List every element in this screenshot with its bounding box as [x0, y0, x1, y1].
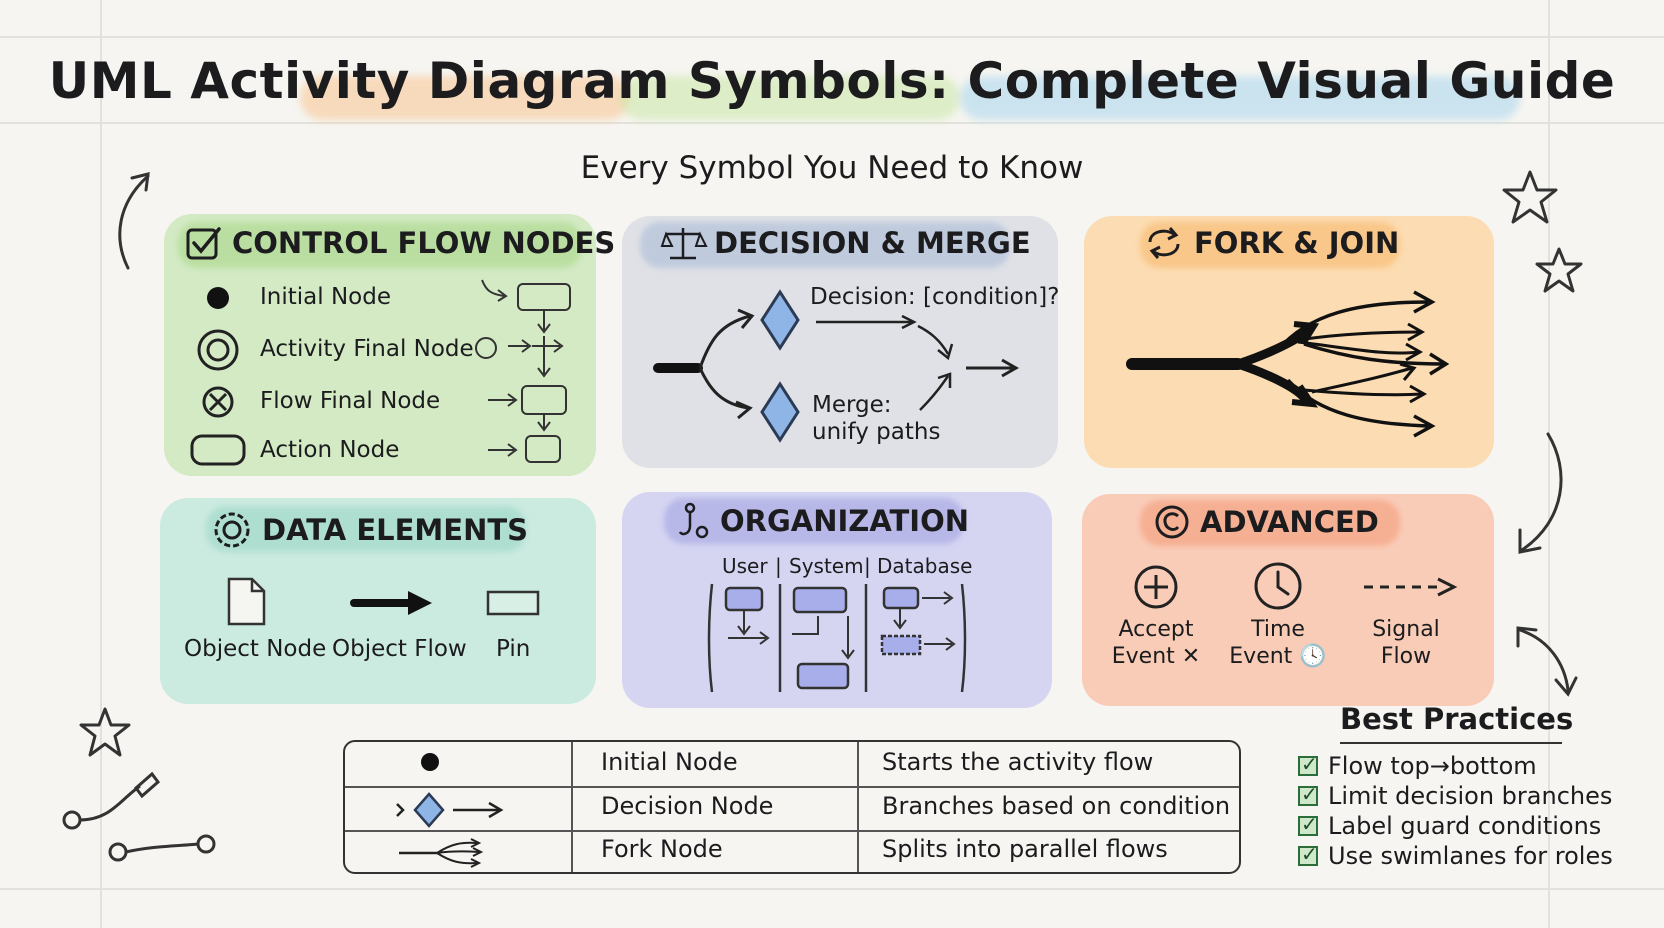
- best-practice-item: Flow top→bottom: [1298, 752, 1537, 780]
- decision-node-icon: [396, 792, 504, 828]
- swimlane-org-icon: [678, 502, 709, 539]
- advanced-item-label: Signal: [1372, 617, 1440, 642]
- thick-arrow-icon: [350, 591, 432, 615]
- star-doodle-icon: [79, 707, 131, 757]
- table-cell-name: Initial Node: [601, 748, 738, 776]
- table-cell-name: Fork Node: [601, 835, 723, 863]
- star-doodle-icon: [1502, 170, 1558, 224]
- best-practice-item: Limit decision branches: [1298, 782, 1612, 810]
- rounded-rect-icon: [190, 434, 246, 466]
- fork-diagram: [1126, 290, 1450, 438]
- control-item-label: Initial Node: [260, 284, 391, 310]
- lane-separator: |: [864, 554, 871, 578]
- decision-label: Decision: [condition]?: [810, 284, 1060, 310]
- best-practices-title: Best Practices: [1340, 702, 1574, 736]
- database-gear-icon: [214, 512, 250, 548]
- best-practice-text: Use swimlanes for roles: [1328, 842, 1613, 870]
- clock-icon: [1254, 562, 1302, 610]
- advanced-item-label: Time: [1251, 617, 1305, 642]
- best-practice-text: Flow top→bottom: [1328, 752, 1537, 780]
- control-flow-header: CONTROL FLOW NODES: [232, 226, 616, 260]
- page-subtitle: Every Symbol You Need to Know: [580, 150, 1084, 186]
- advanced-item-label: Event 🕓: [1229, 644, 1327, 669]
- lane-separator: |: [775, 554, 782, 578]
- lane-label-user: User: [722, 554, 768, 578]
- symbol-summary-table: Initial Node Decision Node Fork Node Sta…: [343, 740, 1241, 874]
- curved-arrow-doodle-icon: [118, 172, 150, 270]
- data-item-label: Object Flow: [332, 636, 467, 662]
- control-item-label: Flow Final Node: [260, 388, 441, 414]
- curved-arrow-doodle-icon: [1518, 432, 1563, 554]
- filled-circle-icon: [207, 287, 229, 309]
- checkbox-checked-icon: [1298, 842, 1318, 866]
- page-title: UML Activity Diagram Symbols: Complete V…: [48, 52, 1616, 110]
- star-doodle-icon: [1535, 247, 1583, 293]
- lane-label-database: Database: [877, 554, 973, 578]
- organization-header: ORGANIZATION: [720, 504, 970, 538]
- table-cell-desc: Starts the activity flow: [882, 748, 1154, 776]
- data-item-label: Pin: [496, 636, 531, 662]
- merge-diamond-icon: [760, 381, 800, 443]
- best-practice-item: Label guard conditions: [1298, 812, 1601, 840]
- copyright-circle-icon: [1155, 505, 1189, 539]
- control-flow-sketch: [475, 279, 571, 463]
- checkbox-icon: [186, 227, 221, 260]
- initial-node-icon: [421, 753, 439, 771]
- best-practice-text: Limit decision branches: [1328, 782, 1613, 810]
- double-arrow-doodle-icon: [1516, 626, 1578, 697]
- bullseye-icon: [197, 329, 239, 371]
- document-icon: [227, 577, 266, 626]
- merge-label: unify paths: [812, 419, 941, 445]
- advanced-item-label: Accept: [1118, 617, 1194, 642]
- pin-rect-icon: [486, 590, 540, 616]
- circle-x-icon: [202, 386, 234, 418]
- merge-label: Merge:: [812, 392, 892, 418]
- data-elements-header: DATA ELEMENTS: [262, 513, 529, 547]
- connector-doodle-icon: [62, 771, 216, 862]
- decision-merge-diagram: [653, 289, 1020, 443]
- dashed-arrow-icon: [1364, 577, 1458, 597]
- table-cell-desc: Branches based on condition: [882, 792, 1231, 820]
- data-item-label: Object Node: [184, 636, 327, 662]
- plus-circle-icon: [1134, 565, 1178, 609]
- checkbox-checked-icon: [1298, 752, 1318, 776]
- best-practice-item: Use swimlanes for roles: [1298, 842, 1613, 870]
- decision-diamond-icon: [760, 289, 800, 351]
- table-cell-name: Decision Node: [601, 792, 774, 820]
- swimlane-diagram: [707, 583, 967, 693]
- table-cell-desc: Splits into parallel flows: [882, 835, 1168, 863]
- fork-join-header: FORK & JOIN: [1194, 226, 1400, 260]
- decision-merge-header: DECISION & MERGE: [714, 226, 1031, 260]
- balance-scale-icon: [660, 228, 708, 260]
- checkbox-checked-icon: [1298, 812, 1318, 836]
- advanced-item-label: Event ✕: [1111, 644, 1201, 669]
- refresh-cycle-icon: [1148, 227, 1180, 259]
- control-item-label: Action Node: [260, 437, 400, 463]
- control-item-label: Activity Final Node: [260, 336, 474, 362]
- best-practice-text: Label guard conditions: [1328, 812, 1602, 840]
- lane-label-system: System: [789, 554, 864, 578]
- fork-node-icon: [399, 838, 484, 868]
- advanced-item-label: Flow: [1380, 644, 1432, 669]
- advanced-header: ADVANCED: [1200, 505, 1379, 539]
- checkbox-checked-icon: [1298, 782, 1318, 806]
